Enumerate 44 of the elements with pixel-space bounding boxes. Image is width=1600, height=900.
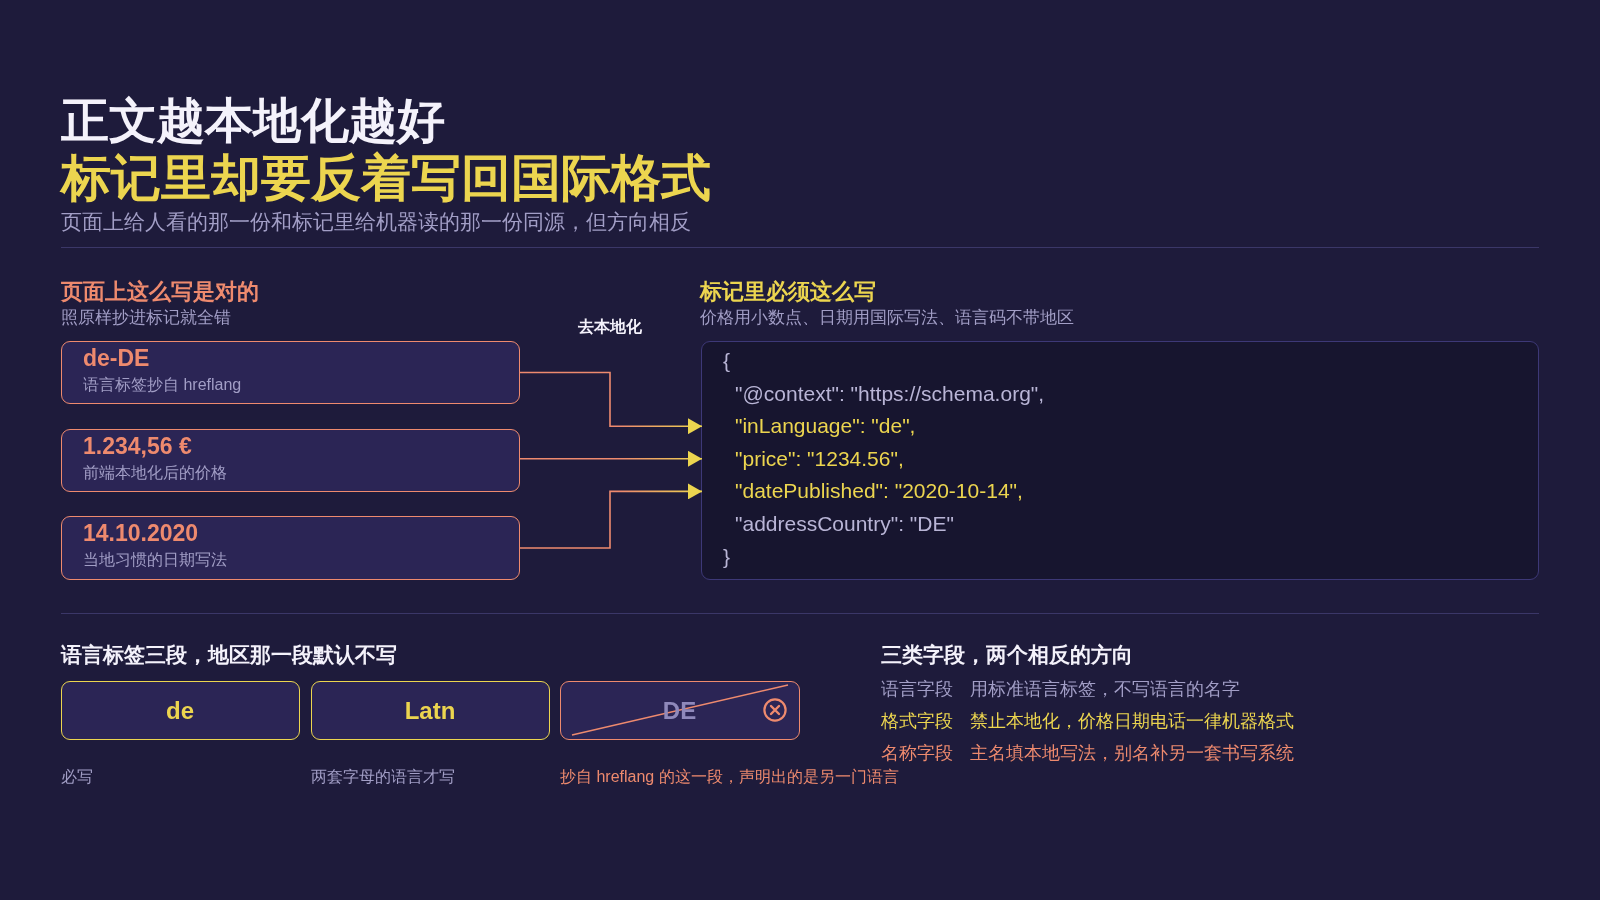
tag-segment-box xyxy=(311,681,550,740)
value-note: 前端本地化后的价格 xyxy=(83,462,227,483)
field-category: 语言字段 xyxy=(881,677,953,701)
value-card xyxy=(61,516,520,580)
section-heading: 三类字段，两个相反的方向 xyxy=(881,641,1133,668)
segment-text: de xyxy=(166,695,194,726)
value-card xyxy=(61,429,520,492)
code-panel xyxy=(701,341,1539,580)
section-subtitle: 照原样抄进标记就全错 xyxy=(61,307,231,329)
code-line: "price": "1234.56", xyxy=(702,443,904,474)
segment-text: Latn xyxy=(404,695,456,726)
summary-text: 页面上给人看的那一份和标记里给机器读的那一份同源，但方向相反 xyxy=(61,208,691,235)
code-line: { xyxy=(723,348,730,374)
segment-note: 抄自 hreflang 的这一段，声明出的是另一门语言 xyxy=(560,766,899,787)
code-line: "@context": "https://schema.org", xyxy=(735,380,1045,407)
field-category: 名称字段 xyxy=(881,741,953,765)
value-text: 14.10.2020 xyxy=(83,519,199,548)
segment-note: 两套字母的语言才写 xyxy=(311,766,455,787)
tag-segment-box xyxy=(560,681,800,740)
field-rule: 用标准语言标签，不写语言的名字 xyxy=(970,677,1240,701)
code-line: "datePublished": "2020-10-14", xyxy=(702,476,1023,507)
section-heading: 页面上这么写是对的 xyxy=(61,277,259,306)
value-note: 语言标签抄自 hreflang xyxy=(83,374,242,395)
headline-second-line: 标记里却要反着写回国际格式 xyxy=(61,148,711,208)
section-heading: 标记里必须这么写 xyxy=(700,277,876,306)
code-line: "addressCountry": "DE" xyxy=(735,511,954,537)
field-rule: 禁止本地化，价格日期电话一律机器格式 xyxy=(970,709,1294,733)
headline: 正文越本地化越好 xyxy=(61,93,445,149)
value-card xyxy=(61,341,520,404)
field-rule: 主名填本地写法，别名补另一套书写系统 xyxy=(970,741,1294,765)
value-text: de-DE xyxy=(83,344,150,373)
section-subtitle: 价格用小数点、日期用国际写法、语言码不带地区 xyxy=(700,307,1074,329)
tag-segment-box xyxy=(61,681,300,740)
process-label: 去本地化 xyxy=(578,316,642,337)
field-category: 格式字段 xyxy=(881,709,953,733)
connector-arrow xyxy=(519,483,703,549)
connector-arrow xyxy=(519,450,703,467)
segment-note: 必写 xyxy=(61,766,93,787)
code-line: "inLanguage": "de", xyxy=(702,411,916,442)
code-line: } xyxy=(723,543,730,570)
connector-arrow xyxy=(519,371,703,435)
value-note: 当地习惯的日期写法 xyxy=(83,549,227,570)
section-heading: 语言标签三段，地区那一段默认不写 xyxy=(61,641,397,668)
value-text: 1.234,56 € xyxy=(83,432,192,461)
